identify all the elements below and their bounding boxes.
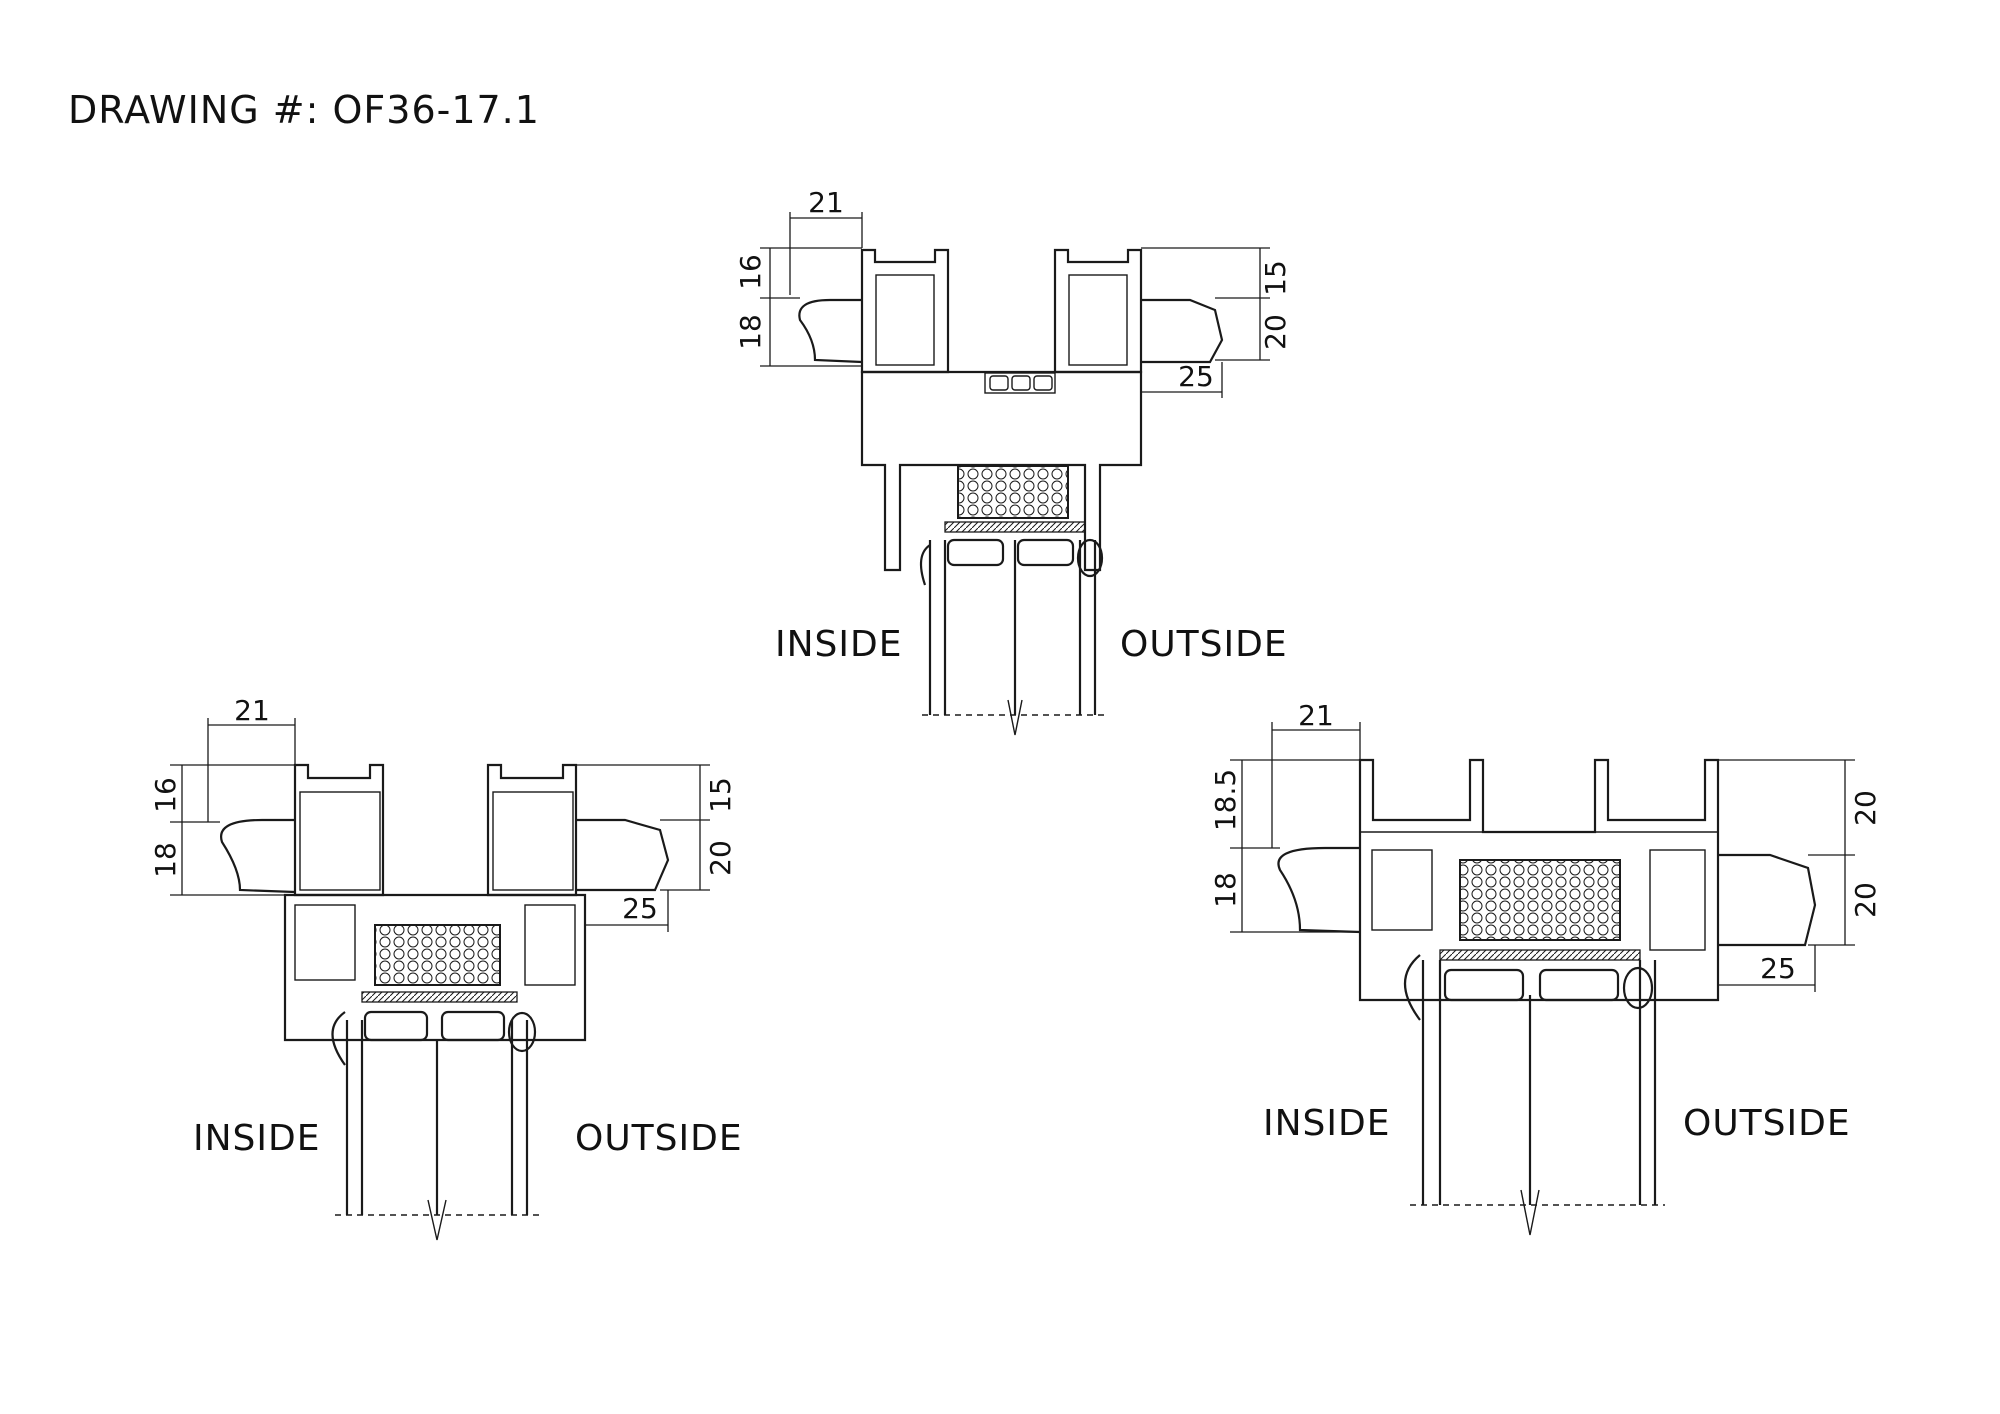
insulation-core	[374, 924, 501, 986]
inside-label: INSIDE	[775, 624, 902, 665]
dim-right-lower: 20	[1849, 882, 1882, 918]
outside-label: OUTSIDE	[575, 1118, 743, 1159]
seal-inside	[1403, 954, 1421, 1021]
dim-right-lower: 20	[1259, 314, 1292, 350]
seal-inside	[919, 544, 931, 586]
section-bottom-left: 21 16 18 15 20 25 INSIDE OUTSIDE	[149, 694, 743, 1241]
dim-right-lower: 20	[704, 840, 737, 876]
sash-profile-right	[1053, 248, 1143, 374]
gasket	[507, 1011, 537, 1053]
dim-width-left: 21	[234, 694, 270, 727]
sash-profile-right	[486, 763, 578, 897]
gasket	[1076, 538, 1104, 578]
frame-chamber-left	[1371, 849, 1433, 931]
spacer-left	[946, 538, 1005, 567]
outside-label: OUTSIDE	[1120, 624, 1288, 665]
cover-left	[798, 298, 863, 364]
dim-width-left: 21	[808, 186, 844, 219]
inside-label: INSIDE	[1263, 1103, 1390, 1144]
dims-top: 21 16 18 15 20 25	[734, 186, 1292, 398]
seal-inside	[331, 1011, 346, 1066]
glass-break	[427, 1199, 447, 1241]
dim-left-lower: 18	[149, 842, 182, 878]
outside-label: OUTSIDE	[1683, 1103, 1851, 1144]
sash-profile-left	[293, 763, 385, 897]
gasket	[1622, 966, 1654, 1010]
frame-bottom-left	[283, 893, 587, 1042]
cover-left	[220, 818, 296, 894]
glass-break	[1007, 699, 1023, 736]
dims-bottom-right: 21 18.5 18 20 20 25	[1209, 699, 1882, 992]
cover-left	[1277, 846, 1361, 934]
thermal-break	[984, 372, 1056, 394]
insulation-core	[1459, 859, 1621, 941]
frame-chamber-right	[1649, 849, 1706, 951]
dim-left-upper: 16	[734, 254, 767, 290]
cover-right	[576, 818, 670, 892]
dim-width-left: 21	[1298, 699, 1334, 732]
hatched-strip	[361, 991, 518, 1003]
dims-bottom-left: 21 16 18 15 20 25	[149, 694, 737, 932]
dim-left-upper: 16	[149, 777, 182, 813]
cover-right	[1141, 298, 1224, 364]
frame-chamber-right	[524, 904, 576, 986]
frame-top	[860, 370, 1143, 572]
spacer-right	[440, 1010, 506, 1042]
drawing-title: DRAWING #: OF36-17.1	[68, 88, 540, 132]
spacer-left	[1443, 968, 1525, 1002]
section-bottom-right: 21 18.5 18 20 20 25 INSIDE OUTSIDE	[1209, 699, 1882, 1236]
cover-right	[1718, 853, 1817, 947]
dim-width-right: 25	[1178, 360, 1214, 393]
hatched-strip	[1439, 949, 1641, 961]
dim-left-lower: 18	[734, 314, 767, 350]
dim-width-right: 25	[622, 892, 658, 925]
frame-bottom-right	[1358, 758, 1720, 1002]
dim-right-upper: 15	[704, 777, 737, 813]
sash-chamber-left	[299, 791, 381, 891]
sash-profile-left	[860, 248, 950, 374]
frame-chamber-left	[294, 904, 356, 981]
sash-chamber-right	[1068, 274, 1128, 366]
spacer-left	[363, 1010, 429, 1042]
insulation-core	[957, 465, 1069, 519]
dim-left-upper: 18.5	[1209, 769, 1242, 831]
sash-chamber-left	[875, 274, 935, 366]
dim-right-upper: 20	[1849, 790, 1882, 826]
section-top: 21 16 18 15 20 25 INSIDE OUTSIDE	[734, 186, 1292, 736]
dim-right-upper: 15	[1259, 260, 1292, 296]
inside-label: INSIDE	[193, 1118, 320, 1159]
dim-left-lower: 18	[1209, 872, 1242, 908]
spacer-right	[1538, 968, 1620, 1002]
dim-width-right: 25	[1760, 952, 1796, 985]
hatched-strip	[944, 521, 1086, 533]
spacer-right	[1016, 538, 1075, 567]
sash-chamber-right	[492, 791, 574, 891]
